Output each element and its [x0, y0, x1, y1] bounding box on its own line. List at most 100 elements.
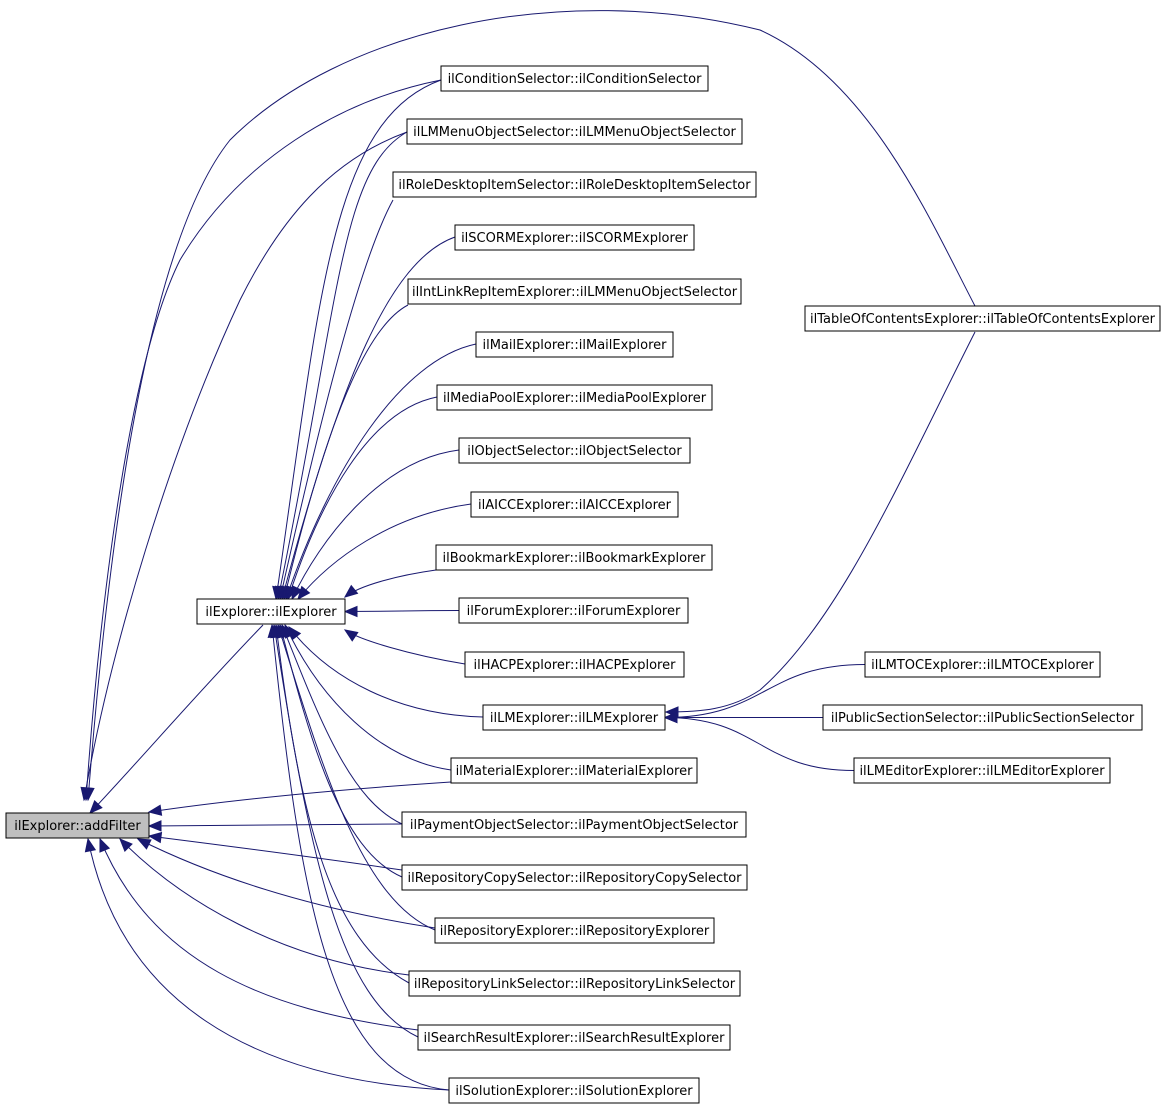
- node-conditionSelector[interactable]: ilConditionSelector::ilConditionSelector: [440, 65, 709, 92]
- edge-repositoryExplorer-to-explorer: [277, 624, 436, 931]
- node-box-hacpExplorer[interactable]: [464, 651, 685, 678]
- node-hacpExplorer[interactable]: ilHACPExplorer::ilHACPExplorer: [464, 651, 685, 678]
- node-box-materialExplorer[interactable]: [450, 757, 698, 784]
- node-box-intLinkRepItemExplorer[interactable]: [407, 278, 742, 305]
- edge-paymentObjectSelector-to-addFilter: [148, 823, 403, 827]
- edge-explorer-to-addFilter: [89, 624, 264, 814]
- node-scormExplorer[interactable]: ilSCORMExplorer::ilSCORMExplorer: [454, 224, 695, 251]
- node-label-objectSelector: ilObjectSelector::ilObjectSelector: [467, 444, 682, 459]
- edge-repositoryCopySelector-to-explorer: [279, 624, 403, 878]
- node-box-objectSelector[interactable]: [458, 437, 691, 464]
- node-box-bookmarkExplorer[interactable]: [435, 544, 713, 571]
- node-materialExplorer[interactable]: ilMaterialExplorer::ilMaterialExplorer: [450, 757, 698, 784]
- node-box-paymentObjectSelector[interactable]: [401, 811, 747, 838]
- node-box-addFilter[interactable]: [5, 812, 150, 839]
- node-intLinkRepItemExplorer[interactable]: ilIntLinkRepItemExplorer::ilLMMenuObject…: [407, 278, 742, 305]
- node-label-publicSectionSelector: ilPublicSectionSelector::ilPublicSection…: [831, 711, 1135, 726]
- node-label-paymentObjectSelector: ilPaymentObjectSelector::ilPaymentObject…: [410, 818, 739, 833]
- node-lmExplorer[interactable]: ilLMExplorer::ilLMExplorer: [482, 704, 666, 731]
- node-box-lmEditorExplorer[interactable]: [853, 757, 1111, 784]
- node-label-lmTocExplorer: ilLMTOCExplorer::ilLMTOCExplorer: [871, 658, 1094, 673]
- node-label-materialExplorer: ilMaterialExplorer::ilMaterialExplorer: [456, 764, 694, 779]
- node-lmMenuObjectSelector[interactable]: ilLMMenuObjectSelector::ilLMMenuObjectSe…: [406, 118, 743, 145]
- node-box-aiccExplorer[interactable]: [470, 491, 679, 518]
- node-label-solutionExplorer: ilSolutionExplorer::ilSolutionExplorer: [455, 1084, 693, 1099]
- edge-conditionSelector-to-explorer: [275, 79, 442, 600]
- node-tableOfContentsExplorer[interactable]: ilTableOfContentsExplorer::ilTableOfCont…: [804, 305, 1161, 332]
- node-lmEditorExplorer[interactable]: ilLMEditorExplorer::ilLMEditorExplorer: [853, 757, 1111, 784]
- node-explorer[interactable]: ilExplorer::ilExplorer: [196, 598, 346, 625]
- node-box-tableOfContentsExplorer[interactable]: [804, 305, 1161, 332]
- node-box-solutionExplorer[interactable]: [448, 1077, 700, 1104]
- node-box-conditionSelector[interactable]: [440, 65, 709, 92]
- edge-conditionSelector-to-addFilter: [85, 79, 442, 801]
- node-box-scormExplorer[interactable]: [454, 224, 695, 251]
- node-box-repositoryLinkSelector[interactable]: [408, 970, 741, 997]
- edge-intLinkRepItemExplorer-to-explorer: [283, 304, 409, 600]
- edge-tableOfContentsExplorer-to-addFilter-arrowhead: [83, 787, 95, 802]
- node-box-searchResultExplorer[interactable]: [417, 1024, 731, 1051]
- node-label-repositoryCopySelector: ilRepositoryCopySelector::ilRepositoryCo…: [408, 871, 743, 886]
- node-label-mailExplorer: ilMailExplorer::ilMailExplorer: [482, 338, 667, 353]
- node-lmTocExplorer[interactable]: ilLMTOCExplorer::ilLMTOCExplorer: [864, 651, 1101, 678]
- node-box-publicSectionSelector[interactable]: [822, 704, 1143, 731]
- node-label-bookmarkExplorer: ilBookmarkExplorer::ilBookmarkExplorer: [443, 551, 707, 566]
- edge-materialExplorer-to-addFilter-arrowhead: [147, 804, 163, 816]
- node-addFilter[interactable]: ilExplorer::addFilter: [5, 812, 150, 839]
- node-box-explorer[interactable]: [196, 598, 346, 625]
- edge-lmMenuObjectSelector-to-addFilter: [83, 131, 408, 801]
- node-label-lmEditorExplorer: ilLMEditorExplorer::ilLMEditorExplorer: [859, 764, 1105, 779]
- edge-objectSelector-to-explorer-arrowhead: [291, 585, 303, 601]
- edge-forumExplorer-to-explorer-arrowhead: [343, 605, 358, 618]
- edge-lmEditorExplorer-to-lmExplorer: [664, 717, 855, 771]
- edge-searchResultExplorer-to-addFilter-arrowhead: [99, 837, 111, 853]
- edge-solutionExplorer-to-addFilter: [87, 838, 450, 1091]
- edge-hacpExplorer-to-explorer: [344, 629, 466, 665]
- node-paymentObjectSelector[interactable]: ilPaymentObjectSelector::ilPaymentObject…: [401, 811, 747, 838]
- edge-paymentObjectSelector-to-addFilter-arrowhead: [147, 820, 162, 832]
- node-bookmarkExplorer[interactable]: ilBookmarkExplorer::ilBookmarkExplorer: [435, 544, 713, 571]
- edge-repositoryExplorer-to-addFilter: [137, 838, 436, 929]
- node-aiccExplorer[interactable]: ilAICCExplorer::ilAICCExplorer: [470, 491, 679, 518]
- node-box-mediaPoolExplorer[interactable]: [436, 384, 713, 411]
- edge-aiccExplorer-to-explorer-arrowhead: [297, 585, 311, 601]
- node-label-aiccExplorer: ilAICCExplorer::ilAICCExplorer: [478, 498, 672, 513]
- edge-mediaPoolExplorer-to-explorer: [287, 396, 438, 600]
- node-objectSelector[interactable]: ilObjectSelector::ilObjectSelector: [458, 437, 691, 464]
- edge-aiccExplorer-to-explorer: [297, 503, 472, 600]
- edge-repositoryLinkSelector-to-addFilter: [119, 838, 410, 976]
- edge-repositoryCopySelector-to-addFilter: [148, 835, 403, 871]
- node-box-roleDesktopItemSelector[interactable]: [392, 171, 757, 198]
- node-label-lmMenuObjectSelector: ilLMMenuObjectSelector::ilLMMenuObjectSe…: [413, 125, 736, 140]
- node-box-lmTocExplorer[interactable]: [864, 651, 1101, 678]
- node-searchResultExplorer[interactable]: ilSearchResultExplorer::ilSearchResultEx…: [417, 1024, 731, 1051]
- node-repositoryCopySelector[interactable]: ilRepositoryCopySelector::ilRepositoryCo…: [401, 864, 748, 891]
- node-box-repositoryCopySelector[interactable]: [401, 864, 748, 891]
- edge-repositoryLinkSelector-to-explorer: [275, 624, 410, 984]
- node-repositoryExplorer[interactable]: ilRepositoryExplorer::ilRepositoryExplor…: [434, 917, 715, 944]
- node-box-mailExplorer[interactable]: [475, 331, 674, 358]
- edge-lmMenuObjectSelector-to-explorer: [277, 131, 408, 600]
- edge-tableOfContentsExplorer-to-addFilter: [87, 10, 976, 801]
- edge-solutionExplorer-to-explorer-arrowhead: [267, 623, 279, 639]
- node-box-repositoryExplorer[interactable]: [434, 917, 715, 944]
- node-box-lmExplorer[interactable]: [482, 704, 666, 731]
- node-mediaPoolExplorer[interactable]: ilMediaPoolExplorer::ilMediaPoolExplorer: [436, 384, 713, 411]
- node-solutionExplorer[interactable]: ilSolutionExplorer::ilSolutionExplorer: [448, 1077, 700, 1104]
- edge-hacpExplorer-to-explorer-arrowhead: [343, 629, 359, 642]
- node-label-scormExplorer: ilSCORMExplorer::ilSCORMExplorer: [461, 231, 689, 246]
- edge-lmExplorer-to-explorer: [288, 626, 484, 718]
- edge-bookmarkExplorer-to-explorer: [344, 569, 437, 598]
- node-box-lmMenuObjectSelector[interactable]: [406, 118, 743, 145]
- node-forumExplorer[interactable]: ilForumExplorer::ilForumExplorer: [458, 597, 689, 624]
- node-label-explorer: ilExplorer::ilExplorer: [205, 605, 337, 620]
- edge-repositoryCopySelector-to-addFilter-arrowhead: [147, 831, 163, 844]
- edge-objectSelector-to-explorer: [291, 449, 460, 600]
- node-label-repositoryExplorer: ilRepositoryExplorer::ilRepositoryExplor…: [440, 924, 710, 939]
- node-roleDesktopItemSelector[interactable]: ilRoleDesktopItemSelector::ilRoleDesktop…: [392, 171, 757, 198]
- node-mailExplorer[interactable]: ilMailExplorer::ilMailExplorer: [475, 331, 674, 358]
- node-publicSectionSelector[interactable]: ilPublicSectionSelector::ilPublicSection…: [822, 704, 1143, 731]
- node-box-forumExplorer[interactable]: [458, 597, 689, 624]
- node-repositoryLinkSelector[interactable]: ilRepositoryLinkSelector::ilRepositoryLi…: [408, 970, 741, 997]
- node-label-forumExplorer: ilForumExplorer::ilForumExplorer: [467, 604, 681, 619]
